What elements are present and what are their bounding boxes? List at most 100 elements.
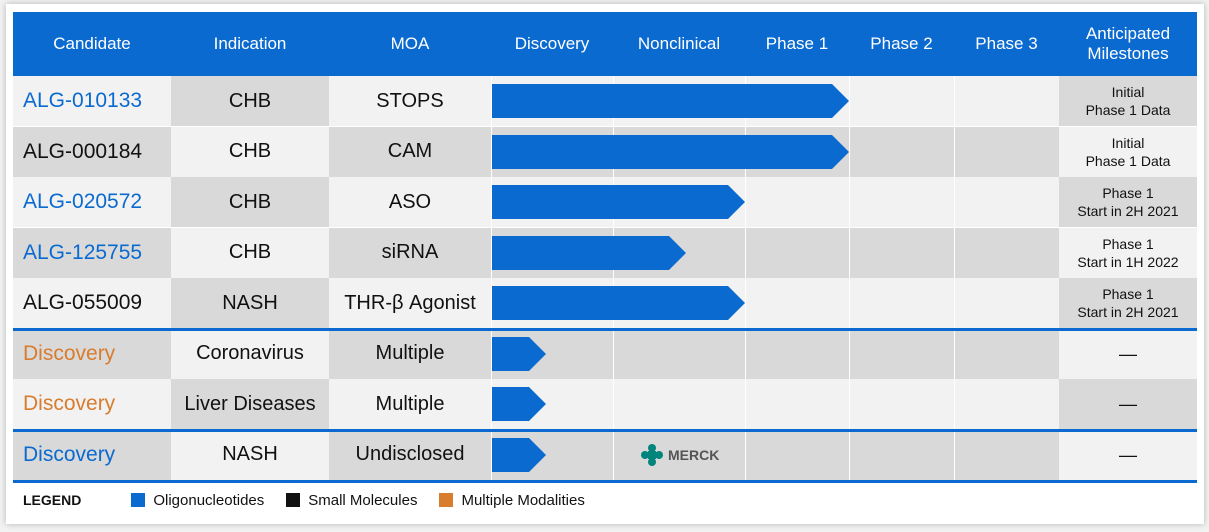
header-phase3: Phase 3 [975,34,1038,53]
moa-cell: STOPS [329,76,491,126]
progress-bar [492,387,546,421]
stage-cell [613,328,745,379]
candidate-cell: Discovery [13,379,171,429]
moa-cell: Multiple [329,328,491,379]
indication-cell: CHB [171,76,329,126]
candidate-cell: ALG-000184 [13,126,171,177]
header-milestones-line2: Milestones [1087,44,1169,63]
progress-bar-tip [832,84,849,118]
legend-label: Small Molecules [308,491,418,509]
table-row: DiscoveryLiver DiseasesMultiple — [13,379,1197,429]
legend-label: Multiple Modalities [461,491,585,509]
table-header: Candidate Indication MOA Discovery Noncl… [13,12,1197,76]
stage-cell [849,126,954,177]
moa-cell: Multiple [329,379,491,429]
merck-logo-icon [641,443,663,466]
legend-title: LEGEND [23,492,82,508]
legend-divider [13,480,1197,483]
progress-bar [492,185,745,219]
legend-swatch [131,493,146,507]
progress-bar-tip [528,387,546,421]
candidate-cell: Discovery [13,429,171,480]
stage-cell [745,328,849,379]
candidate-cell: ALG-125755 [13,227,171,278]
legend-swatch [439,493,454,507]
progress-bar [492,437,546,472]
stage-cell [954,379,1059,429]
milestone-line: — [1119,343,1137,364]
progress-bar-tip [832,134,849,169]
stage-cell [613,429,745,480]
milestone-cell: — [1059,328,1197,379]
stage-cell [954,227,1059,278]
stage-cell [849,278,954,328]
moa-cell: CAM [329,126,491,177]
legend-item-oligonucleotides: Oligonucleotides [131,492,264,509]
indication-cell: CHB [171,227,329,278]
stage-cell [849,227,954,278]
indication-cell: NASH [171,429,329,480]
progress-bar-tip [668,235,686,270]
milestone-line: Phase 1 [1102,235,1154,252]
milestone-line: Phase 1 [1102,185,1154,201]
candidate-cell: ALG-010133 [13,76,171,126]
milestone-line: Start in 2H 2021 [1077,304,1179,320]
progress-bar-tip [728,185,745,219]
milestone-cell: Phase 1 Start in 2H 2021 [1059,177,1197,227]
stage-cell [745,227,849,278]
stage-cell [849,429,954,480]
milestone-line: — [1119,394,1137,414]
stage-cell [954,328,1059,379]
legend: LEGEND Oligonucleotides Small Molecules … [13,483,1197,517]
candidate-cell: ALG-020572 [13,177,171,227]
moa-cell: Undisclosed [329,429,491,480]
section-divider [13,429,1197,432]
indication-cell: Liver Diseases [171,379,329,429]
partner-logo: MERCK [641,443,720,466]
stage-cell [954,278,1059,328]
milestone-line: Initial [1111,84,1145,100]
stage-cell [954,177,1059,227]
milestone-line: Start in 2H 2021 [1077,203,1179,219]
progress-bar [492,84,849,118]
progress-bar [492,134,849,169]
legend-label: Oligonucleotides [153,491,265,509]
header-milestones-line1: Anticipated [1085,24,1171,43]
milestone-line: Phase 1 Data [1085,152,1171,169]
progress-bar [492,336,546,371]
moa-cell: THR-β Agonist [329,278,491,328]
stage-cell [954,126,1059,177]
progress-bar-tip [728,286,745,320]
indication-cell: NASH [171,278,329,328]
milestone-line: Phase 1 Data [1085,102,1171,118]
progress-bar-tip [528,336,546,371]
indication-cell: Coronavirus [171,328,329,379]
stage-cell [849,328,954,379]
progress-bar-tip [528,437,546,472]
stage-cell [745,177,849,227]
partner-name: MERCK [668,446,720,463]
indication-cell: CHB [171,177,329,227]
indication-cell: CHB [171,126,329,177]
section-divider [13,328,1197,331]
header-discovery: Discovery [514,34,590,53]
header-moa: MOA [390,34,430,53]
stage-cell [849,76,954,126]
header-nonclinical: Nonclinical [637,34,721,53]
milestone-line: — [1119,444,1137,465]
milestone-cell: — [1059,429,1197,480]
milestone-line: Phase 1 [1102,286,1154,302]
stage-cell [849,177,954,227]
candidate-cell: ALG-055009 [13,278,171,328]
header-milestones: Anticipated Milestones [1059,12,1197,76]
legend-item-multiple-modalities: Multiple Modalities [439,491,585,509]
stage-cell [954,429,1059,480]
stage-cell [745,429,849,480]
progress-bar [492,235,686,270]
